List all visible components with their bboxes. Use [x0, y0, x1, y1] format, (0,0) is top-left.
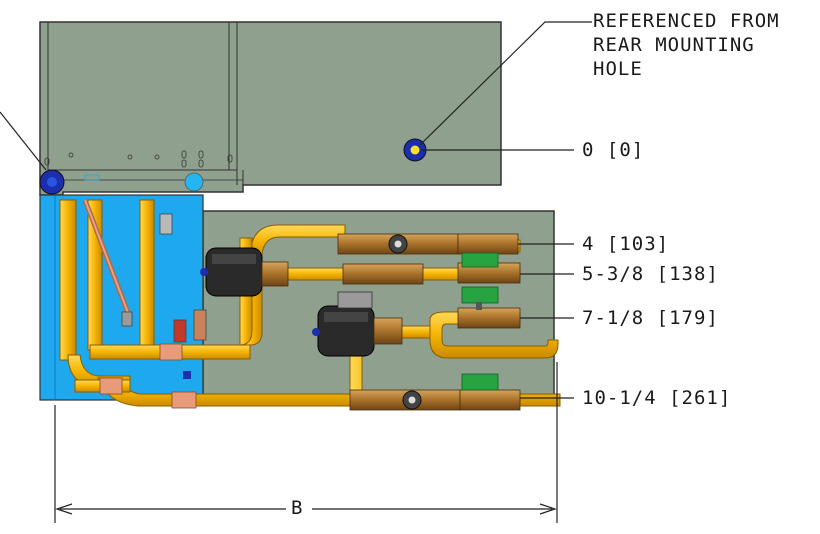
upper-housing [39, 21, 502, 196]
mounting-hole-icon [39, 169, 65, 195]
width-dimension-label: B [291, 497, 304, 519]
circulator-pump-icon [312, 291, 403, 357]
note-line-1: REFERENCED FROM [593, 10, 780, 32]
ball-valve-icon [457, 286, 521, 329]
ball-valve-icon [337, 233, 519, 255]
dimension-label-0: 0 [0] [582, 139, 645, 161]
dimension-label-7-1-8: 7-1/8 [179] [582, 307, 719, 329]
width-dimension [54, 362, 558, 523]
copper-couplings [99, 343, 197, 409]
note-line-3: HOLE [593, 58, 643, 80]
manifold-fittings [121, 213, 207, 379]
note-line-2: REAR MOUNTING [593, 34, 755, 56]
dimension-label-10-1-4: 10-1/4 [261] [582, 387, 732, 409]
dimension-label-4: 4 [103] [582, 233, 670, 255]
circulator-pump-icon [200, 247, 289, 297]
ball-valve-icon [349, 373, 521, 411]
dimension-leaders [421, 149, 574, 399]
note-leader [0, 21, 592, 171]
dimension-label-5-3-8: 5-3/8 [138] [582, 263, 719, 285]
ball-valve-icon [342, 252, 521, 285]
port-opening [184, 172, 204, 192]
